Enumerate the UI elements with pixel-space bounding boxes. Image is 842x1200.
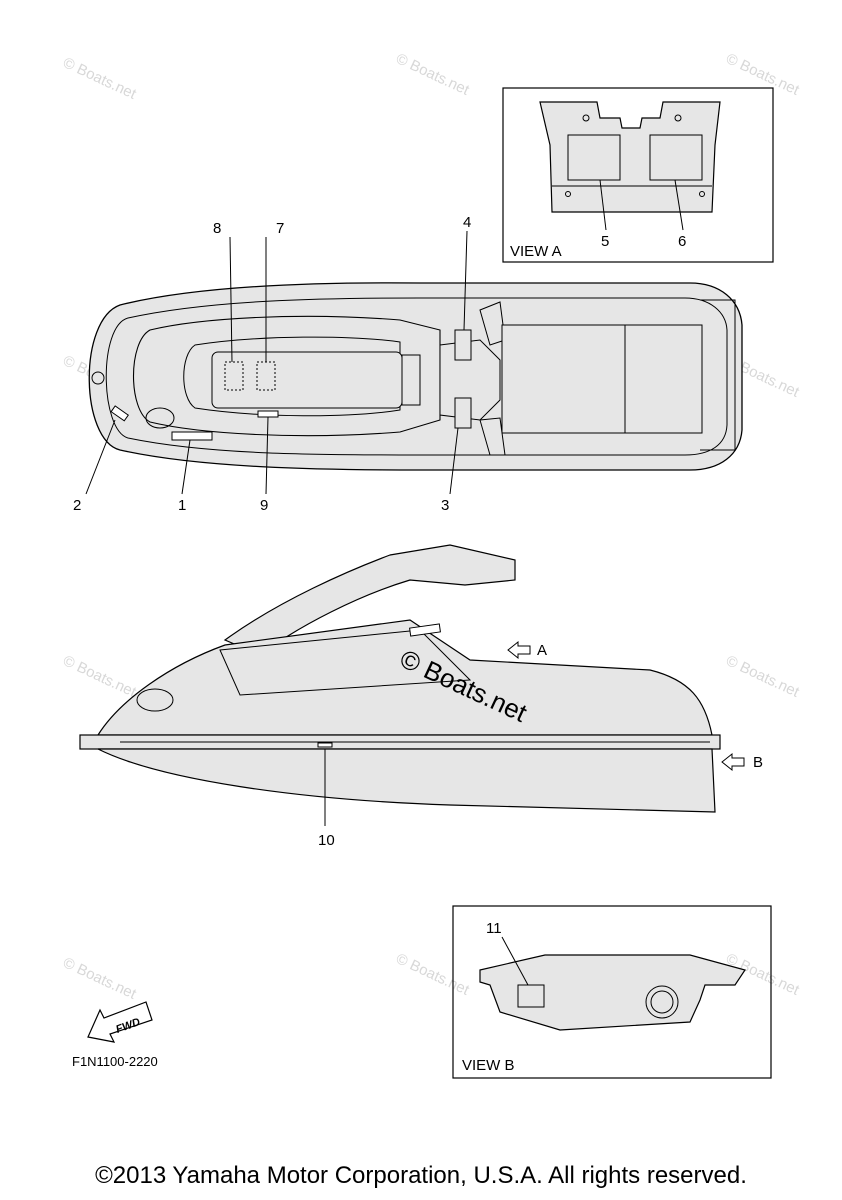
callout-3: 3 [441,497,449,514]
watermark-1: © Boats.net [60,54,139,103]
part-code: F1N1100-2220 [72,1054,158,1069]
callout-11: 11 [486,920,502,937]
view-a-inset: 5 6 VIEW A [502,87,774,263]
label-11-plate [517,984,545,1008]
rear-tray [501,324,703,434]
label-9-plate [257,410,279,418]
label-8-plate [224,361,244,391]
top-view: 8 7 4 2 1 9 3 [73,214,743,514]
side-view: 10 A B © Boats.net [79,544,763,849]
arrow-b-icon [721,752,745,772]
view-a-frame [502,87,774,263]
side-hull [97,748,716,813]
copyright-notice: ©2013 Yamaha Motor Corporation, U.S.A. A… [95,1162,747,1189]
callout-6: 6 [678,233,686,250]
watermark-2: © Boats.net [393,50,472,99]
watermark-8: © Boats.net [60,954,139,1003]
callout-10: 10 [318,832,335,849]
seat-box [211,351,403,409]
arrow-a-label: A [537,642,547,659]
callout-8: 8 [213,220,221,237]
callout-1: 1 [178,497,186,514]
callout-9: 9 [260,497,268,514]
label-1-plate [171,431,213,441]
callout-7: 7 [276,220,284,237]
watermark-7: © Boats.net [723,652,802,701]
view-a-panel [539,101,721,213]
arrow-b-label: B [753,754,763,771]
watermark-9: © Boats.net [393,950,472,999]
label-3-plate [454,397,472,429]
view-b-frame [452,905,772,1079]
callout-5: 5 [601,233,609,250]
handle-pole [223,544,516,656]
view-b-panel [479,954,746,1031]
callout-2: 2 [73,497,81,514]
label-4-plate [454,329,472,361]
arrow-a-icon [507,640,531,660]
watermark-3: © Boats.net [723,50,802,99]
watermark-6: © Boats.net [60,652,139,701]
fwd-indicator: FWD F1N1100-2220 [72,1001,158,1069]
view-b-inset: 11 VIEW B [452,905,772,1079]
label-6-plate [649,134,703,181]
view-a-label: VIEW A [510,243,562,260]
view-b-label: VIEW B [462,1057,515,1074]
label-2-plate [110,405,129,422]
label-5-plate [567,134,621,181]
callout-4: 4 [463,214,471,231]
fwd-arrow-icon [87,1001,153,1043]
